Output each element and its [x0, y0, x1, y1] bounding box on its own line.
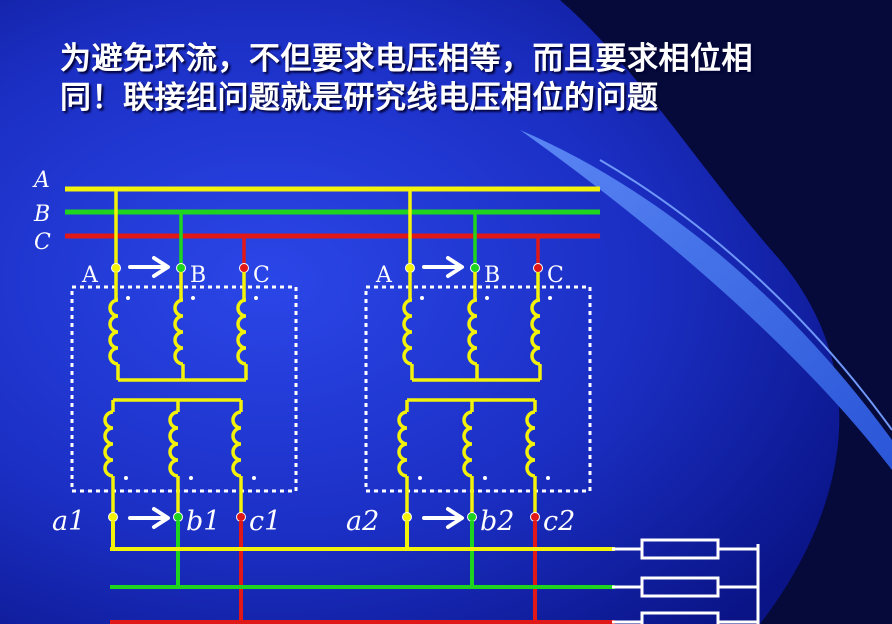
secondary-label-3: c2 [543, 506, 575, 537]
polarity-dot [189, 476, 193, 480]
polarity-dot [485, 296, 489, 300]
bus-label-b: B [33, 202, 50, 227]
polarity-dot [254, 296, 258, 300]
polarity-dot [546, 476, 550, 480]
secondary-terminal-1-3 [236, 512, 246, 522]
secondary-label-2: b1 [186, 506, 220, 537]
polarity-dot [483, 476, 487, 480]
secondary-terminal-2-1 [402, 512, 412, 522]
primary-label-a: A [375, 263, 393, 288]
primary-label-a: A [81, 263, 99, 288]
bus-label-c: C [34, 230, 51, 255]
arrow-right-icon [128, 507, 170, 529]
primary-terminal-2-1 [405, 263, 415, 273]
primary-coil-1-1 [108, 298, 119, 366]
primary-label-b: B [190, 263, 206, 288]
secondary-label-1: a2 [346, 506, 379, 537]
secondary-terminal-1-1 [108, 512, 118, 522]
secondary-terminal-2-2 [467, 512, 477, 522]
primary-terminal-1-2 [176, 263, 186, 273]
primary-terminal-2-3 [533, 263, 543, 273]
primary-terminal-1-3 [239, 263, 249, 273]
core-outline-1 [70, 285, 298, 493]
secondary-coil-2-1 [397, 410, 408, 478]
arrow-right-icon [422, 507, 464, 529]
title-line-2: 同！联接组问题就是研究线电压相位的问题 [60, 80, 659, 116]
polarity-dot [191, 296, 195, 300]
title-line-1: 为避免环流，不但要求电压相等，而且要求相位相 [60, 41, 753, 77]
polarity-dot [548, 296, 552, 300]
secondary-label-2: b2 [480, 506, 514, 537]
primary-terminal-1-1 [111, 263, 121, 273]
primary-coil-1-3 [236, 298, 247, 366]
swoosh-edge [599, 159, 892, 431]
primary-label-b: B [484, 263, 500, 288]
primary-coil-1-2 [173, 298, 184, 366]
slide-title: 为避免环流，不但要求电压相等，而且要求相位相 同！联接组问题就是研究线电压相位的… [60, 40, 860, 118]
secondary-coil-2-3 [525, 410, 536, 478]
polarity-dot [124, 476, 128, 480]
polarity-dot [418, 476, 422, 480]
primary-coil-2-1 [402, 298, 413, 366]
secondary-label-3: c1 [249, 506, 281, 537]
bus-label-a: A [32, 168, 50, 193]
polarity-dot [252, 476, 256, 480]
secondary-coil-1-1 [103, 410, 114, 478]
arrow-right-icon [422, 256, 464, 278]
core-outline-2 [364, 285, 592, 493]
primary-label-c: C [547, 263, 564, 288]
secondary-coil-1-3 [231, 410, 242, 478]
primary-label-c: C [253, 263, 270, 288]
primary-terminal-2-2 [470, 263, 480, 273]
secondary-terminal-1-2 [173, 512, 183, 522]
secondary-coil-2-2 [462, 410, 473, 478]
secondary-terminal-2-3 [530, 512, 540, 522]
dark-corner [560, 0, 892, 624]
polarity-dot [420, 296, 424, 300]
primary-coil-2-3 [530, 298, 541, 366]
secondary-coil-1-2 [168, 410, 179, 478]
arrow-right-icon [128, 256, 170, 278]
primary-coil-2-2 [467, 298, 478, 366]
secondary-label-1: a1 [52, 506, 85, 537]
polarity-dot [126, 296, 130, 300]
